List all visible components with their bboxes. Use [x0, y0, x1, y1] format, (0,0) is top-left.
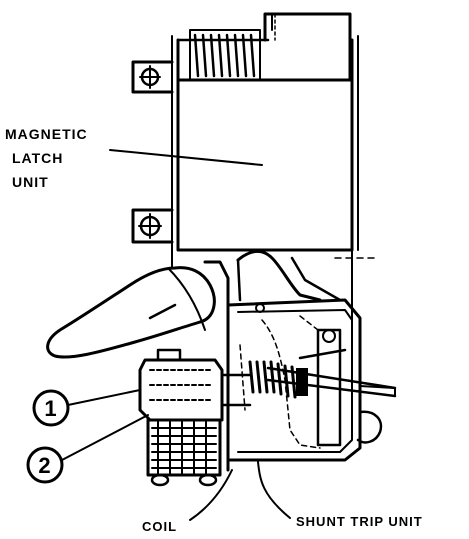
magnetic-label-line3: UNIT	[12, 174, 49, 190]
coil-assembly	[138, 348, 252, 487]
callout-2: 2	[26, 446, 64, 484]
callout-1-label: 1	[44, 396, 57, 421]
upper-mounting-ear	[131, 60, 174, 94]
lower-mounting-ear	[131, 208, 174, 244]
magnetic-label-line1: MAGNETIC	[5, 126, 88, 142]
linkage	[203, 250, 342, 472]
shunt-trip-unit-label: SHUNT TRIP UNIT	[296, 514, 423, 529]
callout-2-label: 2	[38, 453, 51, 478]
leader-lines	[61, 149, 291, 521]
trip-lever	[46, 266, 216, 359]
coil-label: COIL	[142, 519, 177, 534]
magnetic-label-line2: LATCH	[12, 150, 63, 166]
magnetic-latch-unit	[131, 12, 379, 331]
coil-windings	[146, 418, 222, 487]
callout-1: 1	[32, 389, 70, 427]
shunt-trip-unit	[226, 298, 397, 462]
latch-coil-windings	[189, 29, 261, 81]
